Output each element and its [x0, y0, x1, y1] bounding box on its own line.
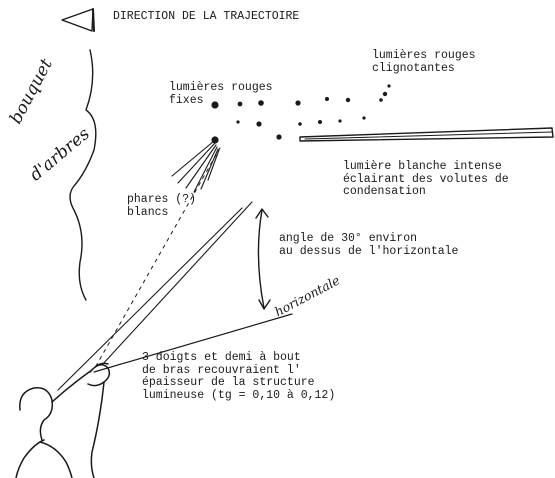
fingers-measurement-label: 3 doigts et demi à bout de bras recouvra…	[142, 351, 336, 402]
light-dots	[211, 84, 391, 144]
headlight-rays	[171, 140, 220, 193]
angle-arrow-icon	[255, 208, 271, 310]
sight-line-upper	[101, 201, 253, 366]
direction-label: DIRECTION DE LA TRAJECTOIRE	[113, 10, 300, 23]
observer-figure	[15, 362, 111, 478]
sight-line-lower	[57, 207, 243, 391]
tree-line-outline	[69, 49, 97, 301]
direction-arrow-icon	[61, 8, 95, 32]
white-light-label: lumière blanche intense éclairant des vo…	[343, 160, 509, 198]
headlights-label: phares (?) blancs	[127, 193, 197, 219]
angle-label: angle de 30° environ au dessus de l'hori…	[279, 232, 459, 258]
luminous-structure	[299, 127, 554, 142]
horizontal-line	[93, 313, 293, 373]
red-fixed-lights-label: lumières rouges fixes	[169, 81, 273, 107]
sight-line-dashed	[95, 147, 221, 367]
red-blinking-lights-label: lumières rouges clignotantes	[372, 49, 476, 75]
